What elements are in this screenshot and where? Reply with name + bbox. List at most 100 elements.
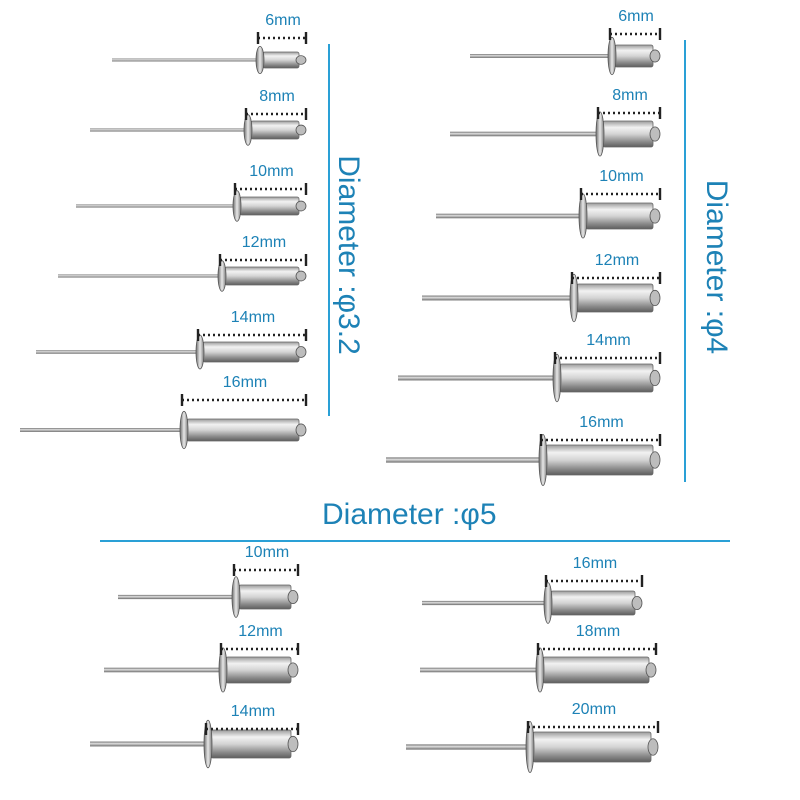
rivet-mandrel-head bbox=[649, 126, 661, 142]
rivet-mandrel-head bbox=[631, 596, 643, 611]
rivet-icon bbox=[436, 193, 661, 239]
rivet-mandrel bbox=[90, 741, 208, 747]
rivet-length-label: 16mm bbox=[572, 555, 618, 572]
rivet-icon bbox=[422, 582, 643, 624]
rivet-mandrel bbox=[422, 600, 548, 606]
rivet-mandrel-head bbox=[295, 423, 307, 437]
rivet-body bbox=[576, 283, 654, 313]
rivet-mandrel-head bbox=[295, 124, 307, 136]
rivet-icon bbox=[112, 46, 307, 75]
rivet-length-label: 6mm bbox=[265, 12, 301, 29]
rivet-body bbox=[542, 656, 650, 684]
rivet-mandrel-head bbox=[649, 289, 661, 307]
rivet-flange bbox=[607, 36, 617, 76]
dimension-line bbox=[536, 643, 658, 655]
rivet-length-label: 14mm bbox=[230, 309, 276, 326]
dimension-line bbox=[553, 352, 662, 364]
rivet-body bbox=[210, 729, 292, 759]
rivet-icon bbox=[104, 647, 299, 693]
rivet-icon bbox=[386, 434, 661, 486]
rivet-body bbox=[585, 202, 654, 230]
rivet-icon bbox=[420, 647, 657, 693]
rivet-body bbox=[559, 363, 654, 393]
dimension-line bbox=[233, 183, 308, 195]
rivet-mandrel bbox=[436, 213, 583, 219]
rivet-mandrel bbox=[450, 131, 600, 137]
rivet-icon bbox=[398, 353, 661, 403]
rivet-body bbox=[602, 120, 654, 148]
rivet-body bbox=[202, 341, 300, 363]
rivet-mandrel bbox=[398, 375, 557, 381]
rivet-length-label: 14mm bbox=[586, 332, 631, 349]
dimension-line bbox=[579, 188, 662, 200]
rivet-flange bbox=[255, 46, 265, 75]
group-title-diameter-4: Diameter :φ4 bbox=[700, 179, 733, 355]
rivet-mandrel-head bbox=[649, 208, 661, 224]
rivet-body bbox=[545, 444, 654, 476]
dimension-line bbox=[204, 723, 300, 735]
rivet-icon bbox=[20, 410, 307, 450]
dimension-line bbox=[526, 721, 660, 733]
rivet-mandrel-head bbox=[295, 200, 307, 212]
rivet-length-label: 10mm bbox=[599, 168, 644, 185]
dimension-line bbox=[218, 254, 308, 266]
rivet-mandrel-head bbox=[649, 451, 661, 469]
rivet-flange bbox=[543, 582, 553, 624]
rivet-flange bbox=[569, 273, 579, 323]
rivet-mandrel bbox=[470, 54, 612, 58]
rivet-mandrel bbox=[406, 744, 530, 750]
rivet-icon bbox=[90, 719, 299, 769]
rivet-mandrel-head bbox=[645, 662, 657, 678]
rivet-mandrel bbox=[104, 667, 223, 673]
rivet-mandrel-head bbox=[295, 346, 307, 358]
rivet-body bbox=[238, 584, 292, 610]
group-title-diameter-3-2: Diameter :φ3.2 bbox=[332, 155, 365, 355]
rivet-body bbox=[262, 51, 300, 69]
dimension-line bbox=[219, 643, 300, 655]
rivet-mandrel bbox=[90, 128, 248, 132]
rivet-length-label: 12mm bbox=[241, 234, 287, 251]
rivet-body bbox=[550, 590, 636, 616]
rivet-icon bbox=[118, 576, 299, 618]
rivet-icon bbox=[450, 111, 661, 157]
rivet-body bbox=[239, 196, 300, 216]
rivet-body bbox=[224, 266, 300, 286]
dimension-line bbox=[539, 434, 662, 446]
rivet-icon bbox=[470, 36, 661, 76]
rivet-mandrel-head bbox=[287, 735, 299, 753]
rivet-body bbox=[614, 44, 654, 68]
rivet-length-label: 12mm bbox=[594, 252, 640, 269]
rivet-icon bbox=[58, 260, 307, 292]
rivet-mandrel bbox=[118, 594, 236, 600]
rivet-mandrel bbox=[386, 457, 543, 463]
dimension-line bbox=[608, 28, 662, 40]
rivet-body bbox=[250, 120, 300, 140]
rivet-icon bbox=[90, 114, 307, 146]
dimension-line bbox=[570, 272, 662, 284]
rivet-length-label: 10mm bbox=[249, 163, 294, 180]
rivet-mandrel bbox=[112, 58, 260, 62]
dimension-line bbox=[180, 394, 308, 406]
rivet-length-label: 18mm bbox=[575, 623, 621, 640]
rivet-mandrel bbox=[422, 295, 574, 301]
rivet-mandrel bbox=[76, 204, 237, 208]
rivet-flange bbox=[232, 190, 242, 222]
rivet-mandrel-head bbox=[649, 369, 661, 387]
rivet-mandrel bbox=[36, 350, 200, 354]
rivet-mandrel-head bbox=[287, 590, 299, 605]
rivet-length-label: 8mm bbox=[259, 88, 295, 105]
rivet-length-label: 8mm bbox=[612, 87, 648, 104]
dimension-line bbox=[232, 564, 300, 576]
rivet-mandrel-head bbox=[295, 270, 307, 282]
dimension-line bbox=[244, 108, 308, 120]
rivet-length-label: 20mm bbox=[571, 701, 617, 718]
rivet-mandrel bbox=[58, 274, 222, 278]
rivet-body bbox=[225, 656, 292, 684]
dimension-line bbox=[544, 575, 644, 587]
rivet-body bbox=[532, 731, 652, 763]
rivet-body bbox=[186, 418, 300, 442]
rivet-flange bbox=[538, 434, 548, 486]
rivet-mandrel-head bbox=[295, 55, 307, 65]
